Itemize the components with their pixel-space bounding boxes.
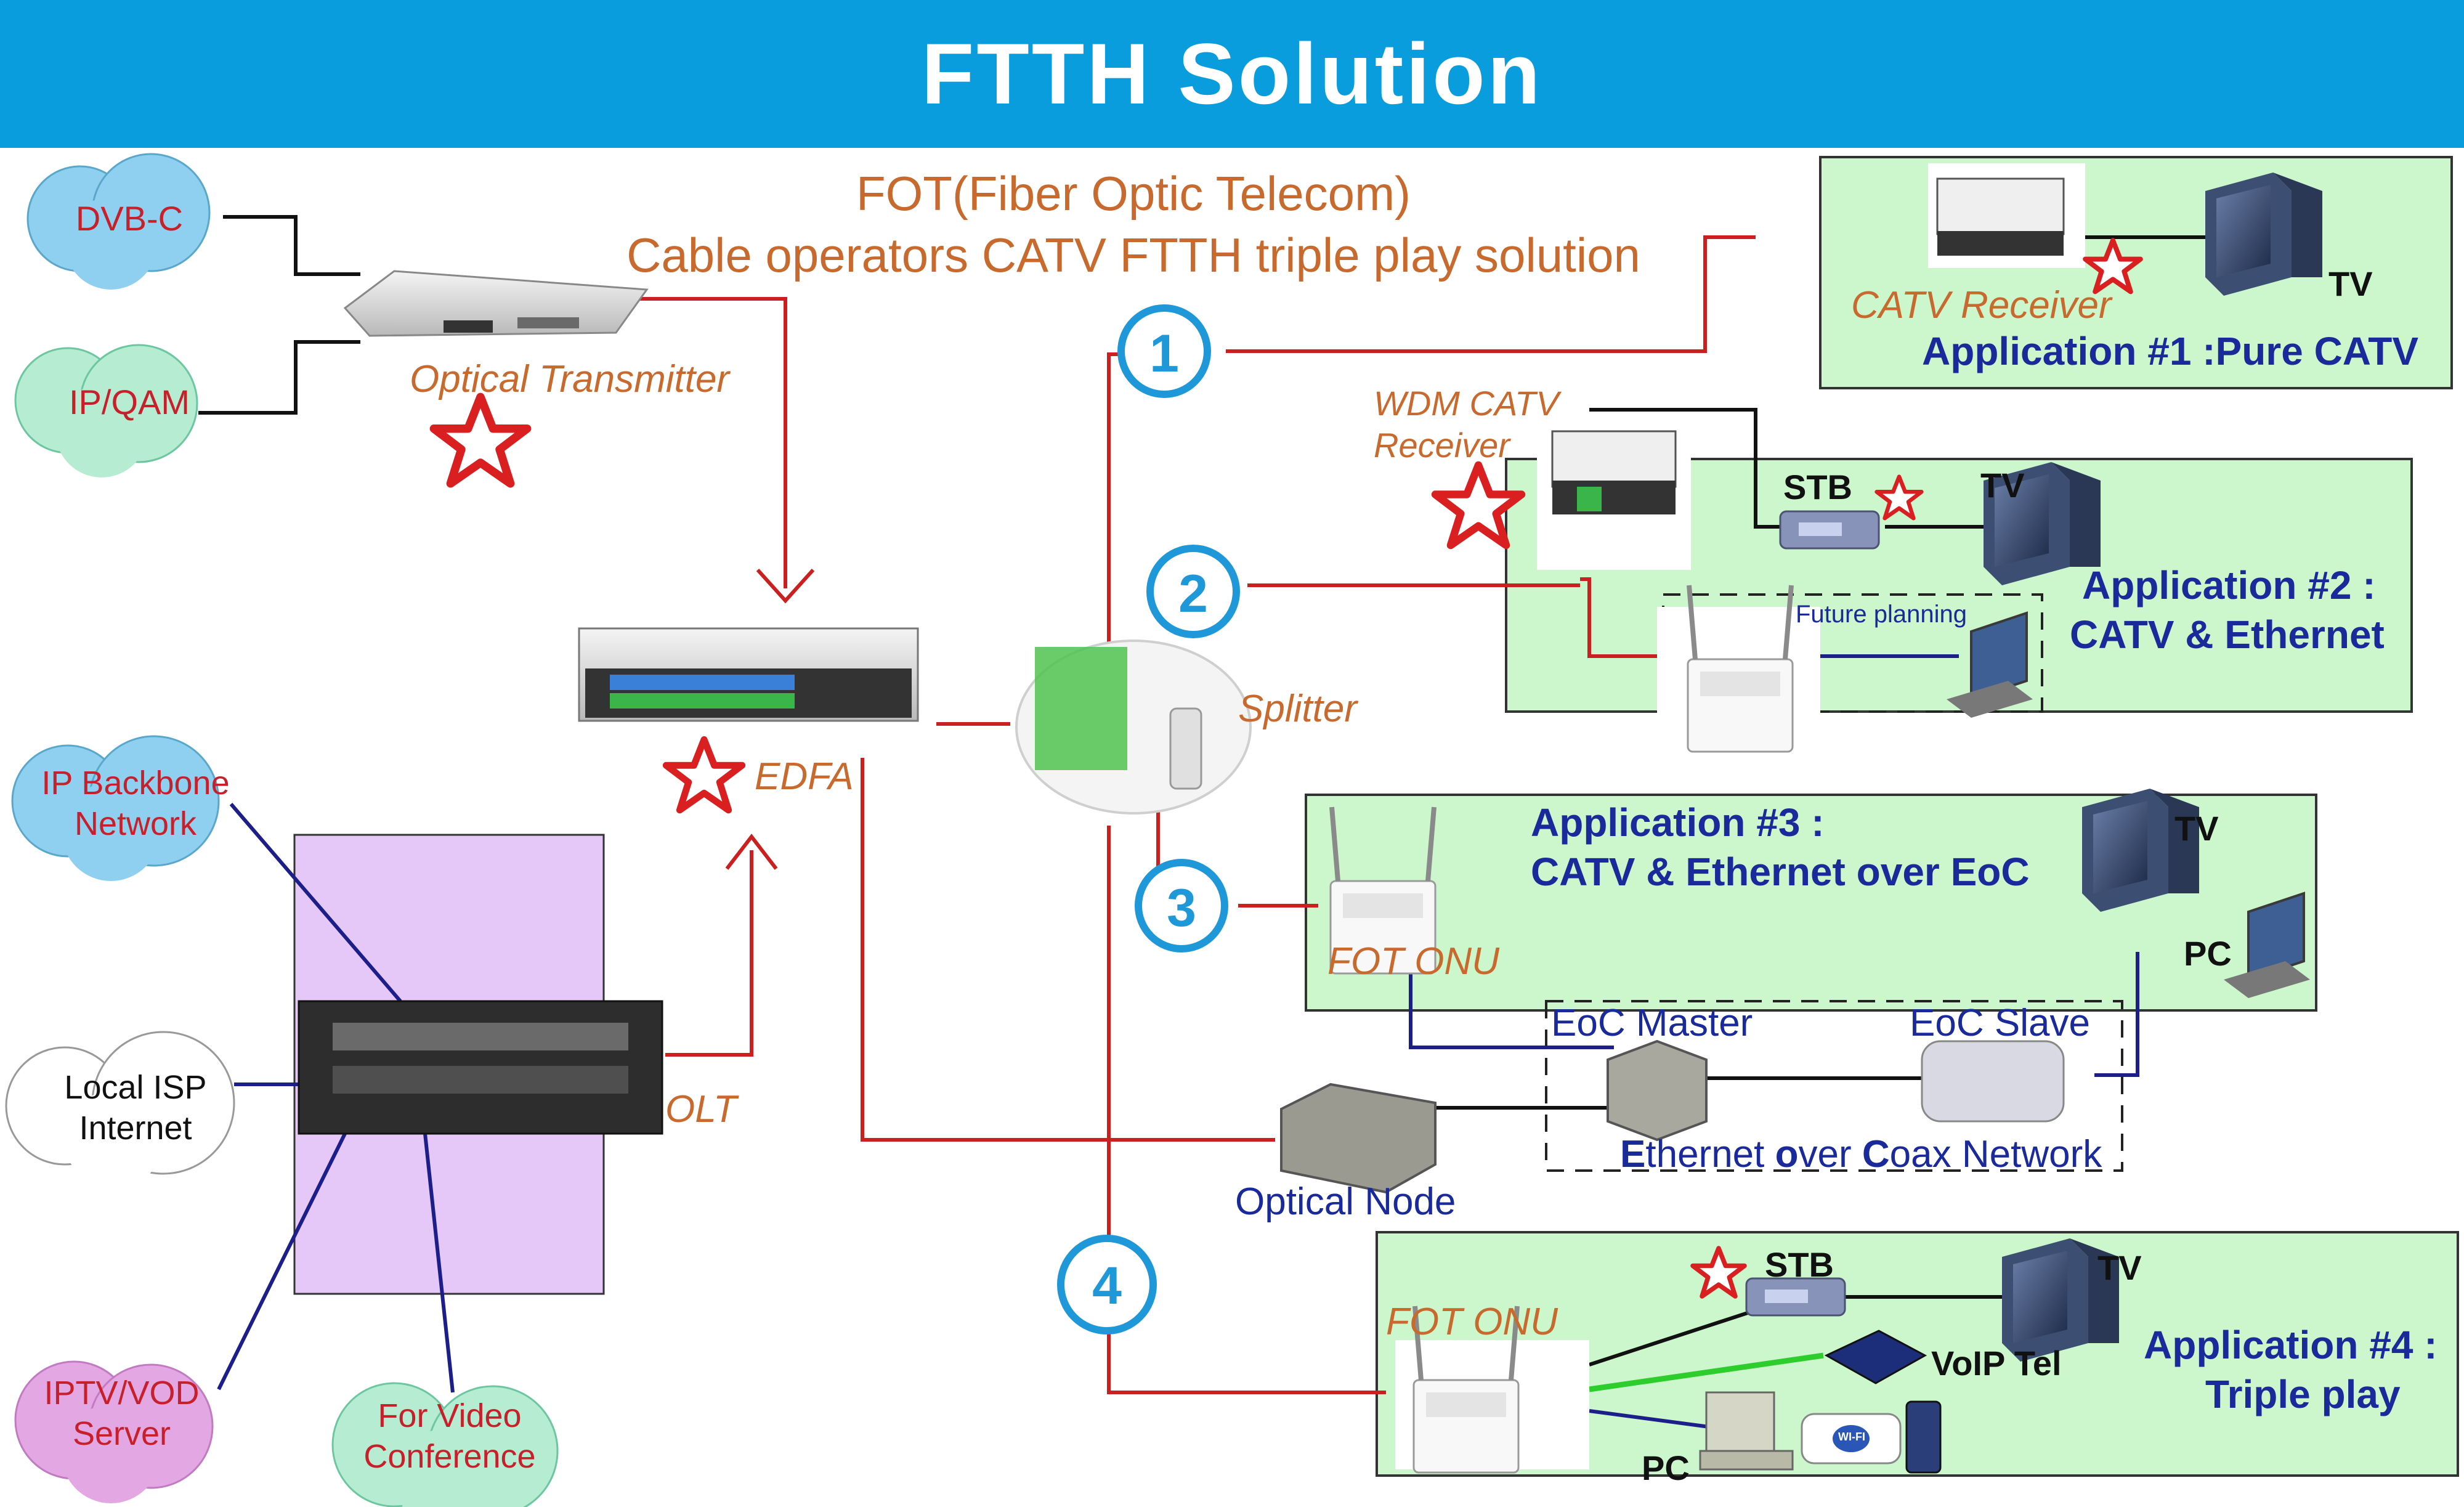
mobile-phone-device bbox=[1905, 1400, 1942, 1474]
app2-subtitle: CATV & Ethernet bbox=[2070, 612, 2385, 657]
label-eoc-slave: EoC Slave bbox=[1910, 1002, 2090, 1044]
label-pc-app4: PC bbox=[1642, 1448, 1690, 1487]
splitter-device bbox=[1015, 640, 1252, 814]
app3-subtitle: CATV & Ethernet over EoC bbox=[1531, 850, 2030, 894]
voip-phone-device bbox=[1824, 1330, 1927, 1384]
wifi-device bbox=[1801, 1413, 1902, 1464]
eoc-slave-device bbox=[1921, 1040, 2065, 1123]
edfa-device bbox=[578, 627, 919, 722]
app1-panel bbox=[1819, 156, 2453, 389]
source-label-ip-qam: IP/QAM bbox=[68, 383, 190, 421]
cloud-ip-qam bbox=[14, 344, 198, 477]
label-olt: OLT bbox=[665, 1088, 737, 1131]
stb-app2 bbox=[1779, 510, 1880, 550]
app1-title: Application #1 :Pure CATV bbox=[1922, 329, 2419, 373]
label-wdm-catv-receiver-1: WDM CATV bbox=[1374, 384, 1559, 423]
label-wifi: WI-FI bbox=[1838, 1431, 1865, 1443]
label-edfa: EDFA bbox=[755, 755, 854, 798]
label-pc-app3: PC bbox=[2184, 934, 2232, 973]
label-tv-app4: TV bbox=[2097, 1248, 2142, 1287]
label-tv-app2: TV bbox=[1980, 466, 2025, 505]
label-fot-onu-app3: FOT ONU bbox=[1327, 940, 1499, 983]
label-catv-receiver: CATV Receiver bbox=[1851, 284, 2112, 327]
source-label-iptv-vod: IPTV/VOD Server bbox=[44, 1375, 200, 1452]
app3-title: Application #3 : bbox=[1531, 800, 1825, 845]
branch-circle-3 bbox=[1135, 859, 1228, 953]
label-stb-app2: STB bbox=[1783, 468, 1852, 506]
tv-app1 bbox=[2205, 173, 2322, 296]
page-title: FTTH Solution bbox=[921, 25, 1543, 122]
label-splitter: Splitter bbox=[1238, 688, 1357, 730]
star-icon bbox=[434, 397, 527, 483]
label-wdm-catv-receiver-2: Receiver bbox=[1374, 426, 1510, 465]
label-optical-node: Optical Node bbox=[1235, 1180, 1456, 1223]
branch-circle-4 bbox=[1057, 1235, 1157, 1334]
branch-number-1: 1 bbox=[1149, 324, 1179, 383]
label-stb-app4: STB bbox=[1765, 1245, 1834, 1284]
branch-number-3: 3 bbox=[1167, 879, 1196, 938]
optical-transmitter-device bbox=[343, 270, 649, 337]
label-fot-onu-app4: FOT ONU bbox=[1386, 1301, 1558, 1343]
subtitle-line1: FOT(Fiber Optic Telecom) bbox=[856, 166, 1411, 221]
source-label-video-conference: For Video Conference bbox=[363, 1397, 536, 1475]
cloud-ip-backbone bbox=[11, 735, 220, 881]
wdm-catv-receiver-device bbox=[1551, 430, 1677, 514]
label-eoc-master: EoC Master bbox=[1551, 1002, 1753, 1044]
cloud-dvb-c bbox=[26, 153, 211, 290]
label-eoc-network: Ethernet over Coax Network bbox=[1620, 1133, 2102, 1176]
label-future-planning: Future planning bbox=[1796, 601, 1967, 628]
label-tv-app1: TV bbox=[2328, 264, 2373, 303]
subtitle-line2: Cable operators CATV FTTH triple play so… bbox=[626, 228, 1640, 282]
pc-device bbox=[1699, 1391, 1794, 1471]
eoc-master-device bbox=[1607, 1039, 1708, 1142]
future-planning-box bbox=[1662, 593, 2043, 713]
cloud-video-conference bbox=[331, 1382, 559, 1507]
label-optical-transmitter: Optical Transmitter bbox=[410, 358, 730, 400]
app4-subtitle: Triple play bbox=[2205, 1372, 2401, 1416]
label-voip-tel: VoIP Tel bbox=[1931, 1344, 2062, 1383]
optical-node-device bbox=[1280, 1083, 1437, 1194]
branch-number-2: 2 bbox=[1178, 564, 1208, 624]
source-label-local-isp: Local ISP Internet bbox=[64, 1069, 207, 1147]
olt-device bbox=[298, 1000, 663, 1135]
label-tv-app3: TV bbox=[2174, 809, 2219, 848]
eoc-network-box bbox=[1545, 1000, 2123, 1172]
tv-app3 bbox=[2082, 789, 2199, 912]
app4-title: Application #4 : bbox=[2144, 1323, 2438, 1367]
source-label-ip-backbone: IP Backbone Network bbox=[41, 765, 230, 842]
source-label-dvb-c: DVB-C bbox=[75, 199, 184, 238]
cloud-iptv-vod bbox=[14, 1360, 214, 1503]
catv-receiver-device bbox=[1936, 177, 2065, 256]
star-icon bbox=[666, 739, 742, 810]
cloud-local-isp bbox=[5, 1031, 235, 1189]
header-banner: FTTH Solution bbox=[0, 0, 2464, 148]
branch-circle-2 bbox=[1146, 545, 1240, 638]
branch-circle-1 bbox=[1117, 304, 1211, 398]
app2-title: Application #2 : bbox=[2082, 563, 2376, 607]
branch-number-4: 4 bbox=[1092, 1256, 1122, 1315]
